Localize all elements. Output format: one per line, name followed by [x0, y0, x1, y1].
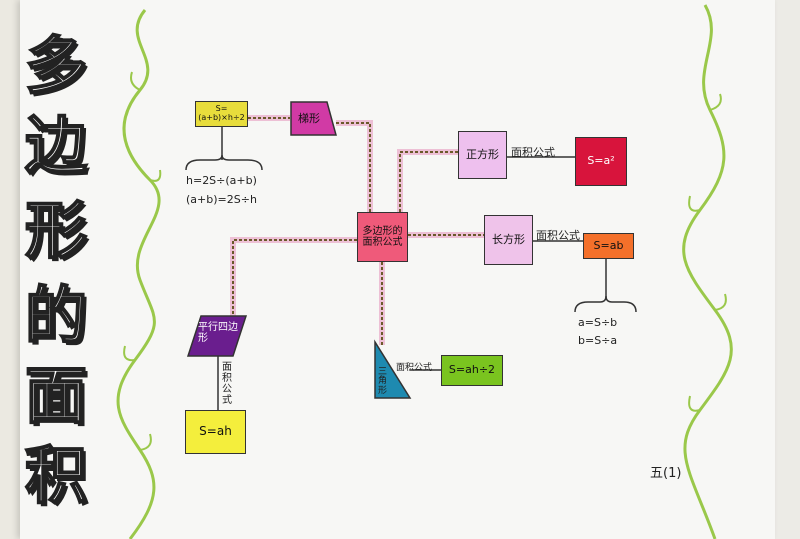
trapezoid-note-2: (a+b)=2S÷h: [186, 193, 257, 206]
left-vine: [116, 9, 161, 539]
triangle-formula: S=ah÷2: [441, 355, 503, 386]
parallelogram-label: 平行四边形: [198, 322, 238, 344]
parallelogram-link: 面积公式: [222, 362, 232, 406]
triangle-label: 三角形: [378, 367, 388, 396]
triangle-shape: [374, 339, 412, 399]
title-char-1: 多: [24, 29, 88, 102]
center-node: 多边形的面积公式: [357, 212, 408, 262]
square-link: 面积公式: [511, 146, 555, 159]
left-vine-curl: [123, 71, 162, 451]
rectangle-link: 面积公式: [536, 229, 580, 242]
signature: 五(1): [650, 466, 682, 481]
rectangle-formula: S=ab: [583, 233, 634, 259]
title-char-5: 面: [24, 359, 88, 432]
parallelogram-formula: S=ah: [185, 410, 246, 454]
triangle-link: 面积公式: [396, 363, 433, 373]
title-char-4: 的: [24, 279, 88, 352]
trapezoid-label: 梯形: [298, 112, 320, 125]
rectangle-note-2: b=S÷a: [578, 334, 618, 347]
square-shape: 正方形: [458, 131, 507, 179]
square-formula: S=a²: [575, 137, 627, 186]
title-char-3: 形: [24, 194, 88, 267]
title-char-2: 边: [24, 109, 88, 182]
rectangle-shape: 长方形: [484, 215, 533, 265]
trapezoid-note-1: h=2S÷(a+b): [186, 174, 257, 187]
rectangle-note-1: a=S÷b: [578, 316, 618, 329]
trapezoid-formula: S=(a+b)×h÷2: [195, 101, 248, 127]
trapezoid-shape: [290, 101, 337, 136]
title-char-6: 积: [24, 439, 88, 512]
right-vine: [682, 4, 733, 539]
right-vine-curl: [688, 93, 727, 412]
parallelogram-shape: [186, 315, 248, 357]
